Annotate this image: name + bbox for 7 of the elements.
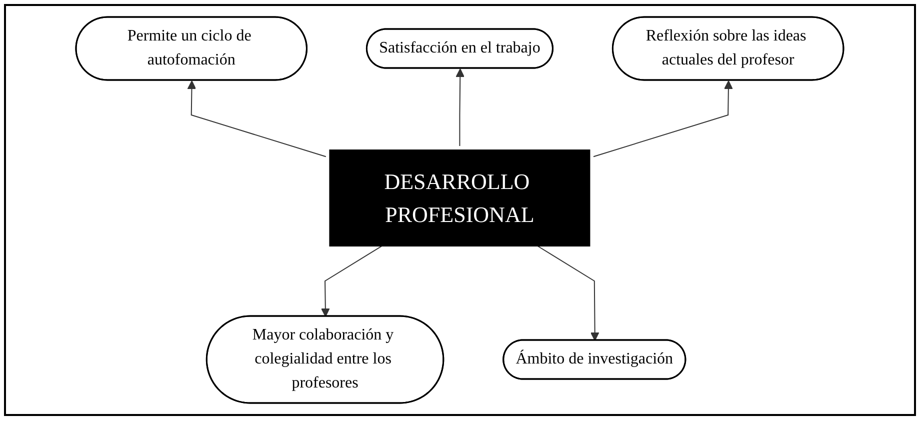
- arrow: [456, 68, 465, 146]
- arrow: [593, 80, 734, 158]
- node-box: [330, 150, 590, 246]
- arrow: [188, 80, 327, 158]
- diagram-frame: Permite un ciclo de autofomación Satisfacción en el trabajo Reflexión sobre las ideas actuales del profesor DESARROLLO PROFESIONAL Mayor colaboración y colegialidad entre los profesores Ámbito de investigación: [4, 4, 916, 416]
- arrow: [321, 246, 383, 317]
- arrow: [537, 246, 600, 341]
